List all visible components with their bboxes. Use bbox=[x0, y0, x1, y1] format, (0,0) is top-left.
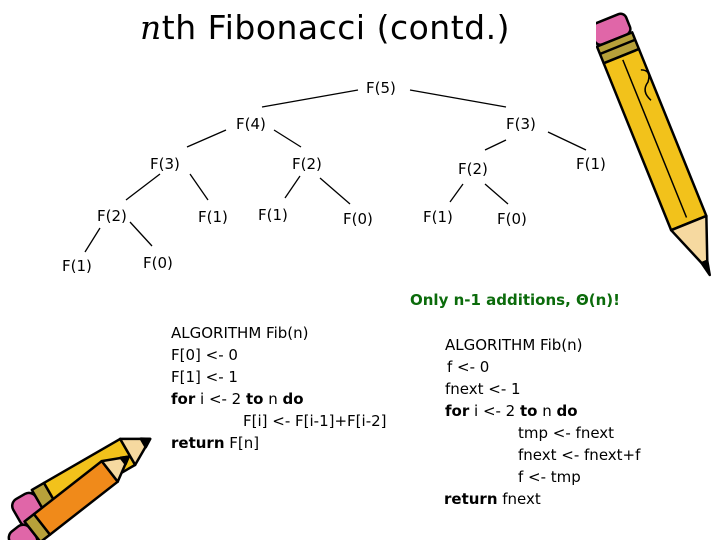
tree-edge bbox=[484, 139, 507, 151]
algo-line: F[1] <- 1 bbox=[171, 368, 238, 386]
tree-edge bbox=[84, 227, 101, 253]
algorithm-array: ALGORITHM Fib(n) F[0] <- 0 F[1] <- 1 for… bbox=[171, 322, 387, 454]
tree-edge bbox=[125, 173, 161, 201]
tree-edges bbox=[84, 89, 587, 253]
tree-edge bbox=[261, 89, 359, 108]
algo-line: fnext <- fnext+f bbox=[518, 446, 641, 464]
algo-line: ALGORITHM Fib(n) bbox=[445, 336, 583, 354]
pencil-icon bbox=[596, 12, 711, 277]
tree-node: F(2) bbox=[458, 160, 488, 178]
tree-edge bbox=[186, 129, 227, 148]
algo-line: F[i] <- F[i-1]+F[i-2] bbox=[243, 412, 387, 430]
tree-node: F(1) bbox=[62, 257, 92, 275]
tree-edge bbox=[409, 89, 507, 108]
algo-line: for i <- 2 to n do bbox=[171, 390, 304, 408]
page-title: nth Fibonacci (contd.) bbox=[140, 8, 510, 47]
tree-node: F(4) bbox=[236, 115, 266, 133]
tree-edge bbox=[319, 177, 351, 205]
algo-line: f <- 0 bbox=[447, 358, 490, 376]
tree-node: F(1) bbox=[258, 206, 288, 224]
tree-edge bbox=[449, 183, 464, 203]
tree-node: F(2) bbox=[97, 207, 127, 225]
algo-line: tmp <- fnext bbox=[518, 424, 615, 442]
tree-node: F(2) bbox=[292, 155, 322, 173]
tree-node: F(5) bbox=[366, 79, 396, 97]
algorithm-constant-space: ALGORITHM Fib(n) f <- 0 fnext <- 1 for i… bbox=[420, 334, 640, 510]
algo-line: f <- tmp bbox=[518, 468, 581, 486]
tree-node: F(3) bbox=[506, 115, 536, 133]
tree-edge bbox=[129, 221, 153, 247]
tree-node: F(0) bbox=[497, 210, 527, 228]
algo-line: fnext <- 1 bbox=[445, 380, 521, 398]
tree-edge bbox=[284, 175, 301, 199]
algo-line: ALGORITHM Fib(n) bbox=[171, 324, 309, 342]
algo-line: for i <- 2 to n do bbox=[445, 402, 578, 420]
pencils-icon bbox=[7, 437, 152, 540]
tree-edge bbox=[189, 173, 209, 201]
tree-edge bbox=[484, 183, 509, 205]
tree-edge bbox=[547, 131, 587, 151]
tree-node: F(3) bbox=[150, 155, 180, 173]
tree-node: F(0) bbox=[343, 210, 373, 228]
algo-line: F[0] <- 0 bbox=[171, 346, 238, 364]
complexity-note: Only n-1 additions, Θ(n)! bbox=[410, 291, 620, 309]
algo-line: return F[n] bbox=[171, 434, 260, 452]
algo-line: return fnext bbox=[444, 490, 541, 508]
tree-node: F(0) bbox=[143, 254, 173, 272]
tree-node: F(1) bbox=[423, 208, 453, 226]
tree-node: F(1) bbox=[576, 155, 606, 173]
tree-edge bbox=[273, 129, 302, 148]
tree-node: F(1) bbox=[198, 208, 228, 226]
